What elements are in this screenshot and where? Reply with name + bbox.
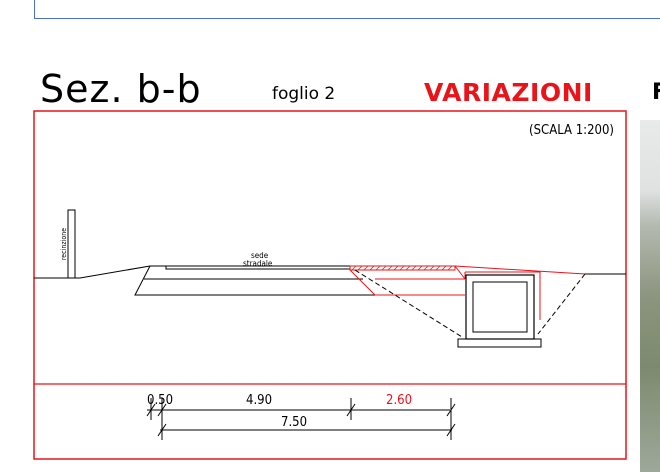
fence-post: recinzione (60, 209, 76, 279)
fence-label: recinzione (60, 228, 68, 260)
scale-label: (SCALA 1:200) (529, 123, 614, 138)
sheet-label: foglio 2 (272, 84, 336, 104)
box-culvert (457, 274, 542, 348)
drawing-frame (33, 110, 627, 460)
dimension-label-2-60: 2.60 (386, 393, 412, 408)
dimension-label-4-90: 4.90 (246, 393, 272, 408)
variations-title: VARIAZIONI (424, 78, 593, 107)
dimension-lines (146, 398, 456, 440)
section-title: Sez. b-b (40, 67, 202, 111)
road-body (134, 265, 375, 296)
top-panel-frame (34, 0, 660, 19)
road-label-line2: stradale (243, 259, 273, 268)
dimension-label-0-50: 0.50 (147, 393, 173, 408)
ground-line-left (34, 265, 151, 279)
photo-thumbnail (640, 120, 660, 472)
road-label-line1: sede (251, 251, 269, 260)
embankment-variation-outline (349, 265, 586, 320)
title-row: Sez. b-b foglio 2 VARIAZIONI F (0, 0, 660, 111)
side-panel-title: F (652, 80, 660, 105)
dimension-label-7-50: 7.50 (281, 415, 307, 430)
road-widening-variation (349, 265, 456, 271)
excavation-dashed-lines (354, 269, 586, 338)
